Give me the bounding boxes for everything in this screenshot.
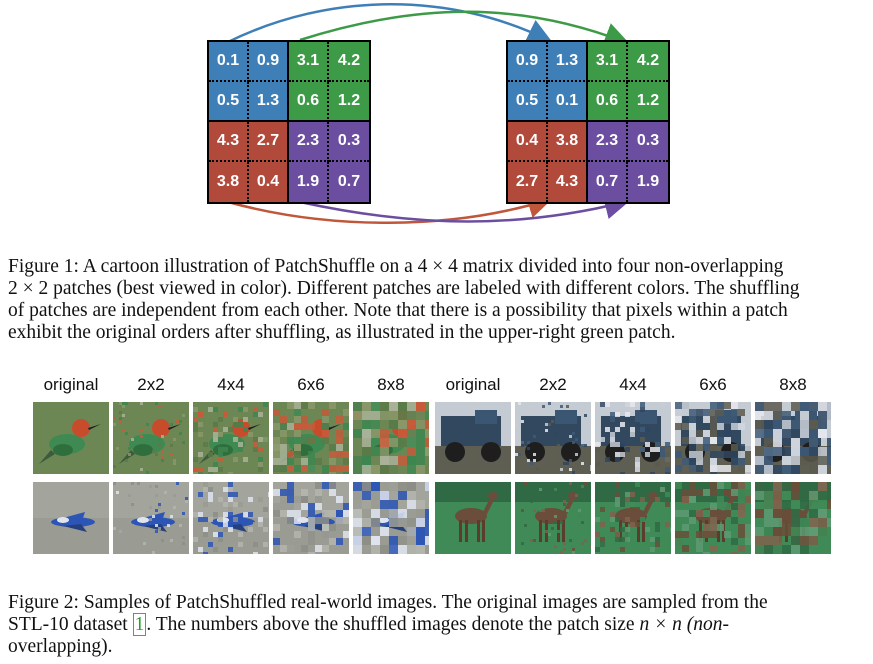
figure1-caption-line2: 2 × 2 patches (best viewed in color). Di… <box>8 278 800 299</box>
matrix-cell: 0.5 <box>209 82 249 122</box>
figure2-caption-line2c: n × n (non- <box>639 614 729 635</box>
matrix-cell: 1.3 <box>249 82 289 122</box>
figure2-label: Figure 2: <box>8 592 79 613</box>
truck-sample-image <box>435 402 511 474</box>
size-label: 2x2 <box>539 375 567 394</box>
figure2-caption-line3: overlapping). <box>8 636 113 657</box>
figure1-caption-line3: of patches are independent from each oth… <box>8 300 788 321</box>
matrix-cell: 0.5 <box>508 82 548 122</box>
size-label: original <box>43 375 99 394</box>
matrix-cell: 3.8 <box>209 162 249 202</box>
arrow-purple <box>299 194 630 223</box>
matrix-cell: 3.8 <box>548 122 588 162</box>
hummingbird-sample-image <box>353 402 429 474</box>
size-label: original <box>445 375 501 394</box>
matrix-cell: 0.7 <box>588 162 628 202</box>
deer-sample-image <box>435 482 511 554</box>
matrix-cell: 0.4 <box>508 122 548 162</box>
deer-sample-image <box>675 482 751 554</box>
matrix-cell: 0.4 <box>249 162 289 202</box>
hummingbird-sample-image <box>273 402 349 474</box>
deer-sample-image <box>515 482 591 554</box>
matrix-cell: 2.3 <box>289 122 329 162</box>
arrow-blue <box>227 3 553 44</box>
matrix-cell: 0.3 <box>329 122 369 162</box>
matrix-cell: 2.7 <box>508 162 548 202</box>
matrix-cell: 1.9 <box>289 162 329 202</box>
matrix-cell: 1.9 <box>628 162 668 202</box>
matrix-cell: 4.3 <box>209 122 249 162</box>
airplane-sample-image <box>353 482 429 554</box>
size-label: 4x4 <box>619 375 647 394</box>
matrix-cell: 1.3 <box>548 42 588 82</box>
truck-sample-image <box>515 402 591 474</box>
figure1-caption: Figure 1: A cartoon illustration of Patc… <box>8 256 866 344</box>
airplane-sample-image <box>193 482 269 554</box>
size-label: 4x4 <box>217 375 245 394</box>
matrix-cell: 0.9 <box>249 42 289 82</box>
matrix-cell: 3.1 <box>289 42 329 82</box>
matrix-cell: 0.9 <box>508 42 548 82</box>
arrow-red <box>227 193 553 224</box>
hummingbird-sample-image <box>193 402 269 474</box>
figure2-caption-line2a: STL-10 dataset <box>8 614 128 635</box>
airplane-sample-image <box>273 482 349 554</box>
matrix-cell: 4.2 <box>329 42 369 82</box>
truck-sample-image <box>595 402 671 474</box>
airplane-sample-image <box>113 482 189 554</box>
size-label: 6x6 <box>297 375 325 394</box>
matrix-cell: 3.1 <box>588 42 628 82</box>
figure1-caption-line1: A cartoon illustration of PatchShuffle o… <box>82 256 784 277</box>
airplane-sample-image <box>33 482 109 554</box>
deer-sample-image <box>595 482 671 554</box>
citation-link[interactable]: 1 <box>132 613 147 636</box>
figure2-caption: Figure 2: Samples of PatchShuffled real-… <box>8 592 866 658</box>
truck-sample-image <box>675 402 751 474</box>
matrix-cell: 1.2 <box>628 82 668 122</box>
matrix-cell: 0.3 <box>628 122 668 162</box>
matrix-cell: 0.1 <box>209 42 249 82</box>
matrix-cell: 4.3 <box>548 162 588 202</box>
figure1-caption-line4: exhibit the original orders after shuffl… <box>8 322 676 343</box>
matrix-cell: 0.6 <box>588 82 628 122</box>
size-label: 2x2 <box>137 375 165 394</box>
matrix-cell: 4.2 <box>628 42 668 82</box>
matrix-cell: 0.1 <box>548 82 588 122</box>
matrix-cell: 2.3 <box>588 122 628 162</box>
size-label: 6x6 <box>699 375 727 394</box>
deer-sample-image <box>755 482 831 554</box>
figure1-label: Figure 1: <box>8 256 79 277</box>
size-label: 8x8 <box>779 375 807 394</box>
hummingbird-sample-image <box>33 402 109 474</box>
figure1-illustration <box>227 3 630 224</box>
matrix-cell: 0.6 <box>289 82 329 122</box>
arrow-green <box>299 10 630 47</box>
truck-sample-image <box>755 402 831 474</box>
figure2-caption-line2b: . The numbers above the shuffled images … <box>146 614 635 635</box>
figure2-caption-line1: Samples of PatchShuffled real-world imag… <box>83 592 768 613</box>
matrix-cell: 1.2 <box>329 82 369 122</box>
matrix-cell: 2.7 <box>249 122 289 162</box>
hummingbird-sample-image <box>113 402 189 474</box>
matrix-cell: 0.7 <box>329 162 369 202</box>
size-label: 8x8 <box>377 375 405 394</box>
